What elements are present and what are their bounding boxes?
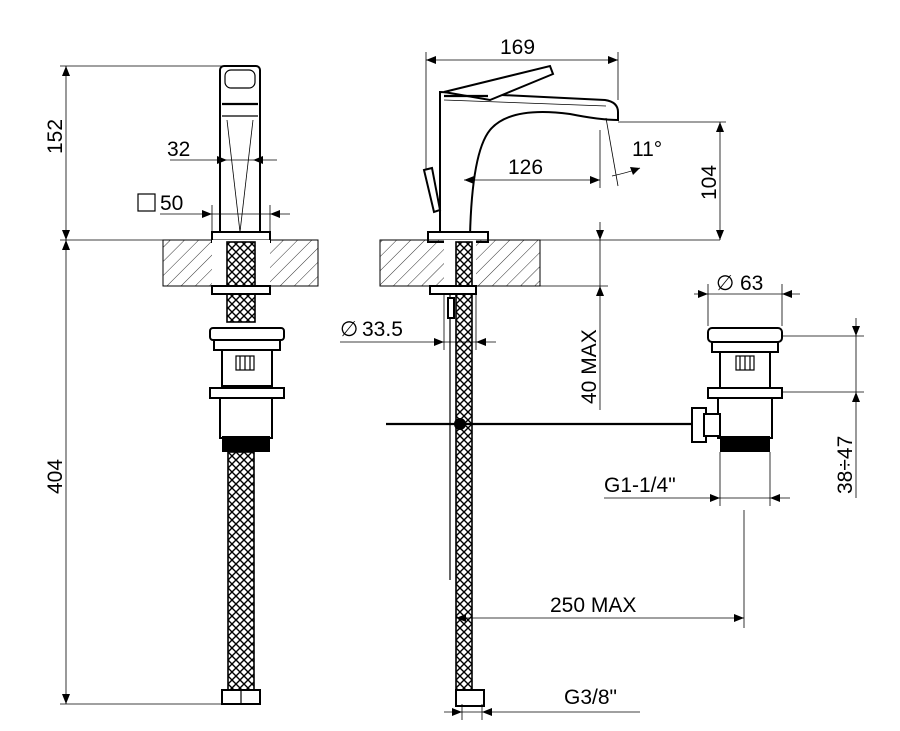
square-symbol: [137, 193, 156, 212]
waste-cap: [707, 327, 783, 343]
dim-11-deg: 11°: [632, 138, 662, 161]
dim-404: 404: [44, 459, 67, 494]
side-view: [340, 52, 864, 720]
spout-body-front: [219, 65, 261, 237]
dim-g1-1-4: G1-1/4": [604, 474, 676, 497]
dim-126: 126: [508, 156, 543, 179]
dim-40-max: 40 MAX: [578, 329, 601, 404]
hose-front-lower: [227, 451, 255, 693]
dim-38-47: 38÷47: [834, 436, 857, 494]
dim-250-max: 250 MAX: [550, 594, 636, 617]
waste-plug-front: [209, 327, 285, 341]
dim-63: 63: [740, 272, 763, 295]
diameter-symbol-33: ∅: [340, 318, 358, 341]
dim-32: 32: [167, 138, 190, 161]
diameter-symbol-63: ∅: [716, 272, 734, 295]
dim-g3-8: G3/8": [564, 686, 617, 709]
dim-50: 50: [160, 192, 183, 215]
dim-152: 152: [44, 119, 67, 154]
hose-side: [455, 241, 473, 693]
spout-side: [439, 90, 619, 237]
dim-33-5: 33.5: [362, 318, 403, 341]
lever-side: [443, 64, 555, 102]
hose-front-upper: [226, 241, 256, 323]
front-view: [60, 65, 319, 705]
dim-104: 104: [698, 165, 721, 200]
dim-169: 169: [500, 36, 535, 59]
